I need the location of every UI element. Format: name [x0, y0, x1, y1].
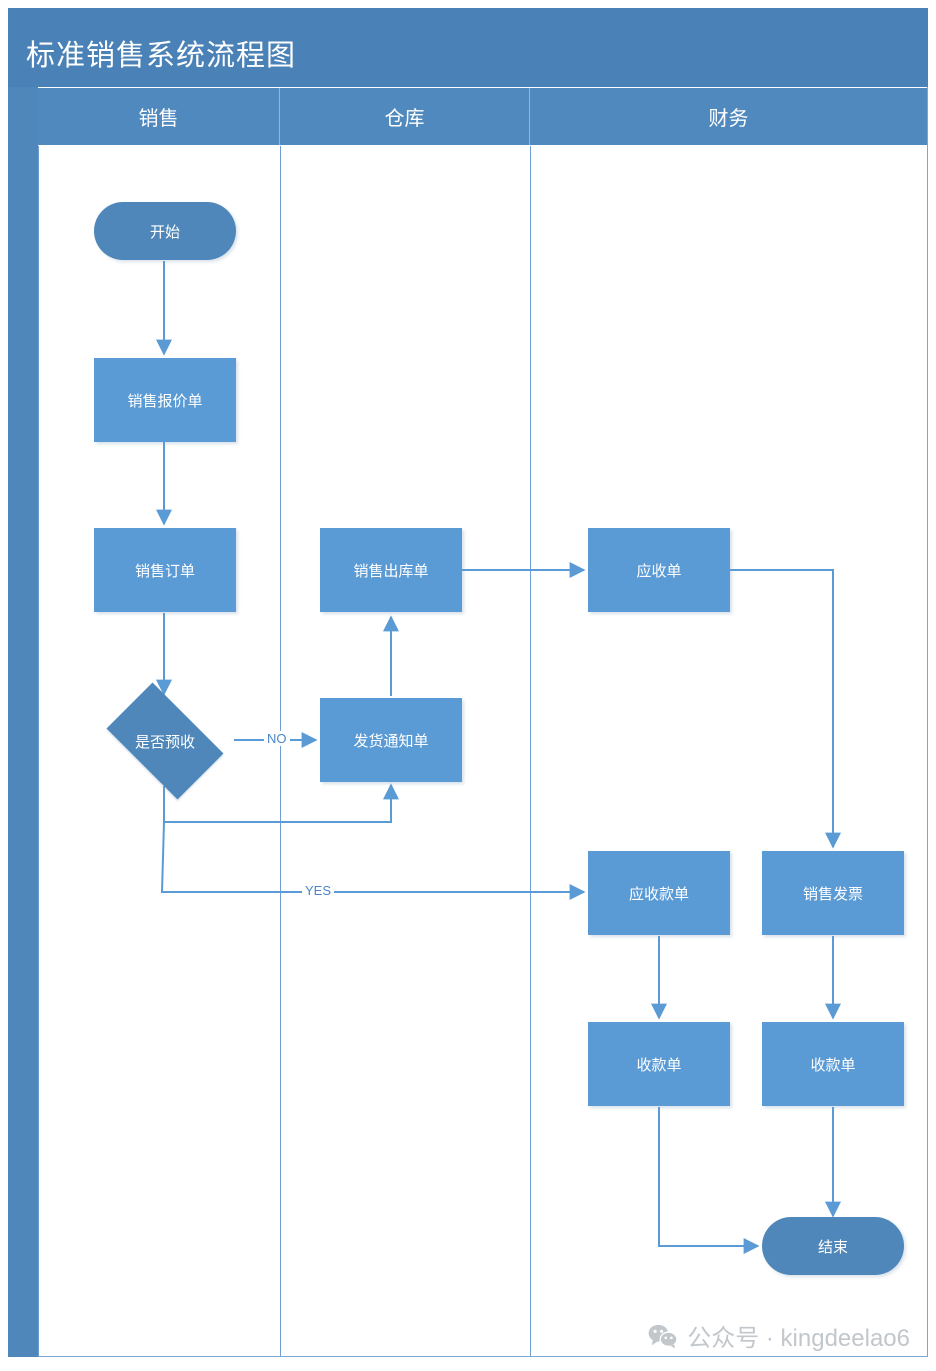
node-delivery-notice[interactable]: 发货通知单: [320, 698, 462, 782]
node-sales-quotation-label: 销售报价单: [127, 392, 203, 410]
node-prepay-decision[interactable]: 是否预收: [94, 682, 236, 800]
node-start[interactable]: 开始: [94, 202, 236, 260]
lane-divider-sales-warehouse: [280, 146, 281, 1357]
watermark-text: 公众号 · kingdeelao6: [687, 1325, 910, 1352]
node-sales-outbound[interactable]: 销售出库单: [320, 528, 462, 612]
edge-label-yes: YES: [302, 883, 335, 898]
node-receivable-bill[interactable]: 应收款单: [588, 851, 730, 935]
page-title: 标准销售系统流程图: [26, 40, 297, 72]
wechat-icon: [648, 1324, 678, 1349]
node-sales-order-label: 销售订单: [134, 562, 195, 580]
node-receivable-bill-label: 应收款单: [628, 885, 689, 903]
node-sales-invoice-label: 销售发票: [802, 885, 863, 903]
node-sales-invoice[interactable]: 销售发票: [762, 851, 904, 935]
lane-header-finance: 财务: [530, 88, 927, 145]
edge-label-no: NO: [264, 731, 290, 746]
node-start-label: 开始: [149, 223, 180, 241]
node-receipt-left[interactable]: 收款单: [588, 1022, 730, 1106]
node-prepay-decision-label: 是否预收: [134, 733, 195, 751]
node-receipt-right[interactable]: 收款单: [762, 1022, 904, 1106]
node-receipt-left-label: 收款单: [636, 1056, 682, 1074]
lane-header-sales-label: 销售: [138, 108, 179, 130]
node-delivery-notice-label: 发货通知单: [353, 732, 429, 750]
node-sales-quotation[interactable]: 销售报价单: [94, 358, 236, 442]
title-band: 标准销售系统流程图: [8, 8, 928, 87]
node-receivable-label: 应收单: [636, 562, 682, 580]
node-sales-outbound-label: 销售出库单: [353, 562, 429, 580]
lane-divider-left: [38, 146, 39, 1357]
lane-divider-warehouse-finance: [530, 146, 531, 1357]
node-receipt-right-label: 收款单: [810, 1056, 856, 1074]
lane-header-warehouse-label: 仓库: [384, 108, 425, 130]
node-end[interactable]: 结束: [762, 1217, 904, 1275]
lane-header-sales: 销售: [38, 88, 280, 145]
lane-label-strip: [8, 87, 38, 1357]
lane-header-finance-label: 财务: [708, 108, 749, 130]
node-end-label: 结束: [817, 1238, 848, 1256]
watermark: 公众号 · kingdeelao6: [648, 1318, 910, 1353]
node-receivable[interactable]: 应收单: [588, 528, 730, 612]
lane-header-warehouse: 仓库: [280, 88, 530, 145]
node-sales-order[interactable]: 销售订单: [94, 528, 236, 612]
